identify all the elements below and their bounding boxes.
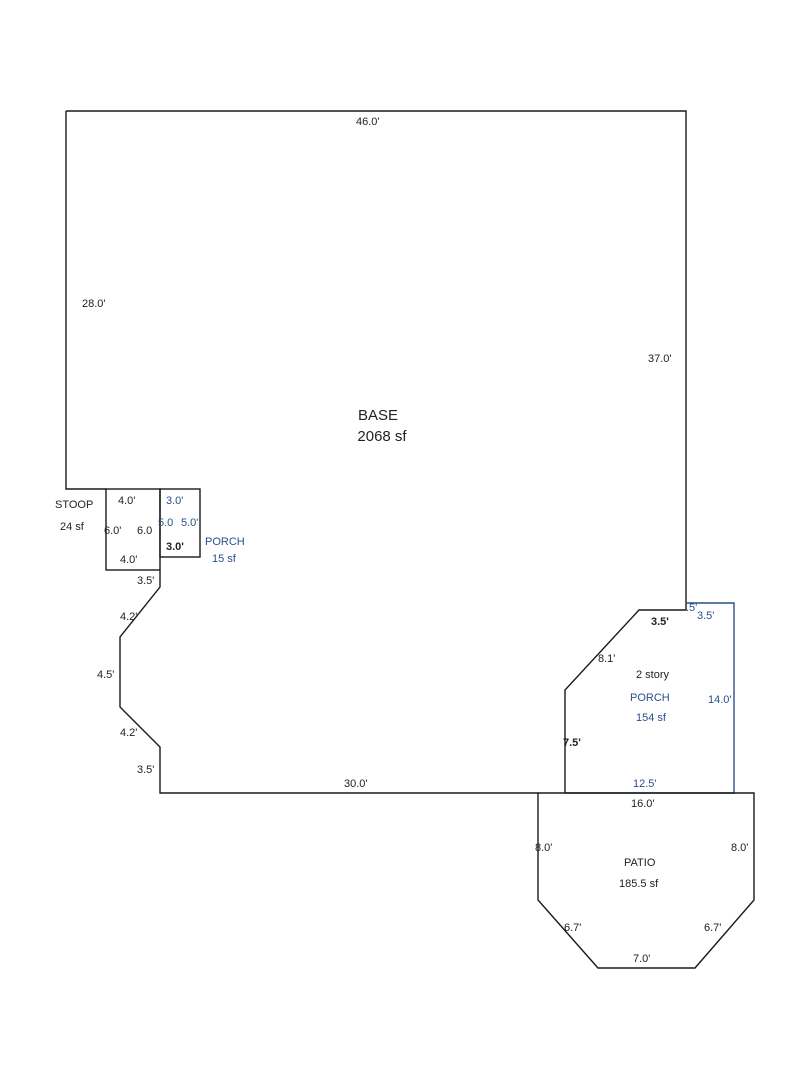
patio-outline <box>537 792 755 969</box>
patio-sf: 185.5 sf <box>619 878 659 890</box>
patio-name: PATIO <box>624 857 656 869</box>
dim-patio-left: 8.0' <box>535 842 552 854</box>
porch-small-name: PORCH <box>205 536 245 548</box>
stoop-name: STOOP <box>55 499 93 511</box>
dim-porch2-left: 7.5' <box>563 737 581 749</box>
dim-left-seg-3: 4.5' <box>97 669 114 681</box>
dim-porch2-top-right: 3.5' <box>697 610 714 622</box>
dim-left-seg-2: 4.2' <box>120 611 137 623</box>
dim-patio-right: 8.0' <box>731 842 748 854</box>
dim-patio-diag-left: 6.7' <box>564 922 581 934</box>
dim-porch-small-left: 5.0 <box>158 517 173 529</box>
dim-base-top: 46.0' <box>356 116 380 128</box>
dim-porch2-top: 3.5' <box>651 616 669 628</box>
stoop-sf: 24 sf <box>60 521 85 533</box>
dim-base-left: 28.0' <box>82 298 106 310</box>
base-sf: 2068 sf <box>357 428 407 445</box>
porch-2story-sf: 154 sf <box>636 712 667 724</box>
dim-patio-diag-right: 6.7' <box>704 922 721 934</box>
dim-left-seg-4: 4.2' <box>120 727 137 739</box>
dim-porch-small-top: 3.0' <box>166 495 183 507</box>
dim-porch2-diag: 8.1' <box>598 653 615 665</box>
porch-small-sf: 15 sf <box>212 553 237 565</box>
dim-stoop-right: 6.0 <box>137 525 152 537</box>
dim-porch-small-bottom: 3.0' <box>166 541 184 553</box>
dim-left-seg-5: 3.5' <box>137 764 154 776</box>
dim-porch2-right: 14.0' <box>708 694 732 706</box>
dim-porch2-corner: .5' <box>686 602 697 614</box>
dim-left-seg-1: 3.5' <box>137 575 154 587</box>
base-outline <box>65 110 687 794</box>
porch-2story-outline <box>564 603 687 793</box>
dim-base-right: 37.0' <box>648 353 672 365</box>
base-name: BASE <box>358 407 398 424</box>
dim-porch-small-right: 5.0' <box>181 517 198 529</box>
porch-2story-name: PORCH <box>630 692 670 704</box>
dim-stoop-top: 4.0' <box>118 495 135 507</box>
dim-porch2-bottom: 12.5' <box>633 778 657 790</box>
dim-patio-bottom: 7.0' <box>633 953 650 965</box>
dim-stoop-left: 6.0' <box>104 525 121 537</box>
porch-small-outline <box>159 488 201 558</box>
dim-stoop-bottom: 4.0' <box>120 554 137 566</box>
dim-base-bottom: 30.0' <box>344 778 368 790</box>
dim-patio-top: 16.0' <box>631 798 655 810</box>
porch-2story-story: 2 story <box>636 669 670 681</box>
